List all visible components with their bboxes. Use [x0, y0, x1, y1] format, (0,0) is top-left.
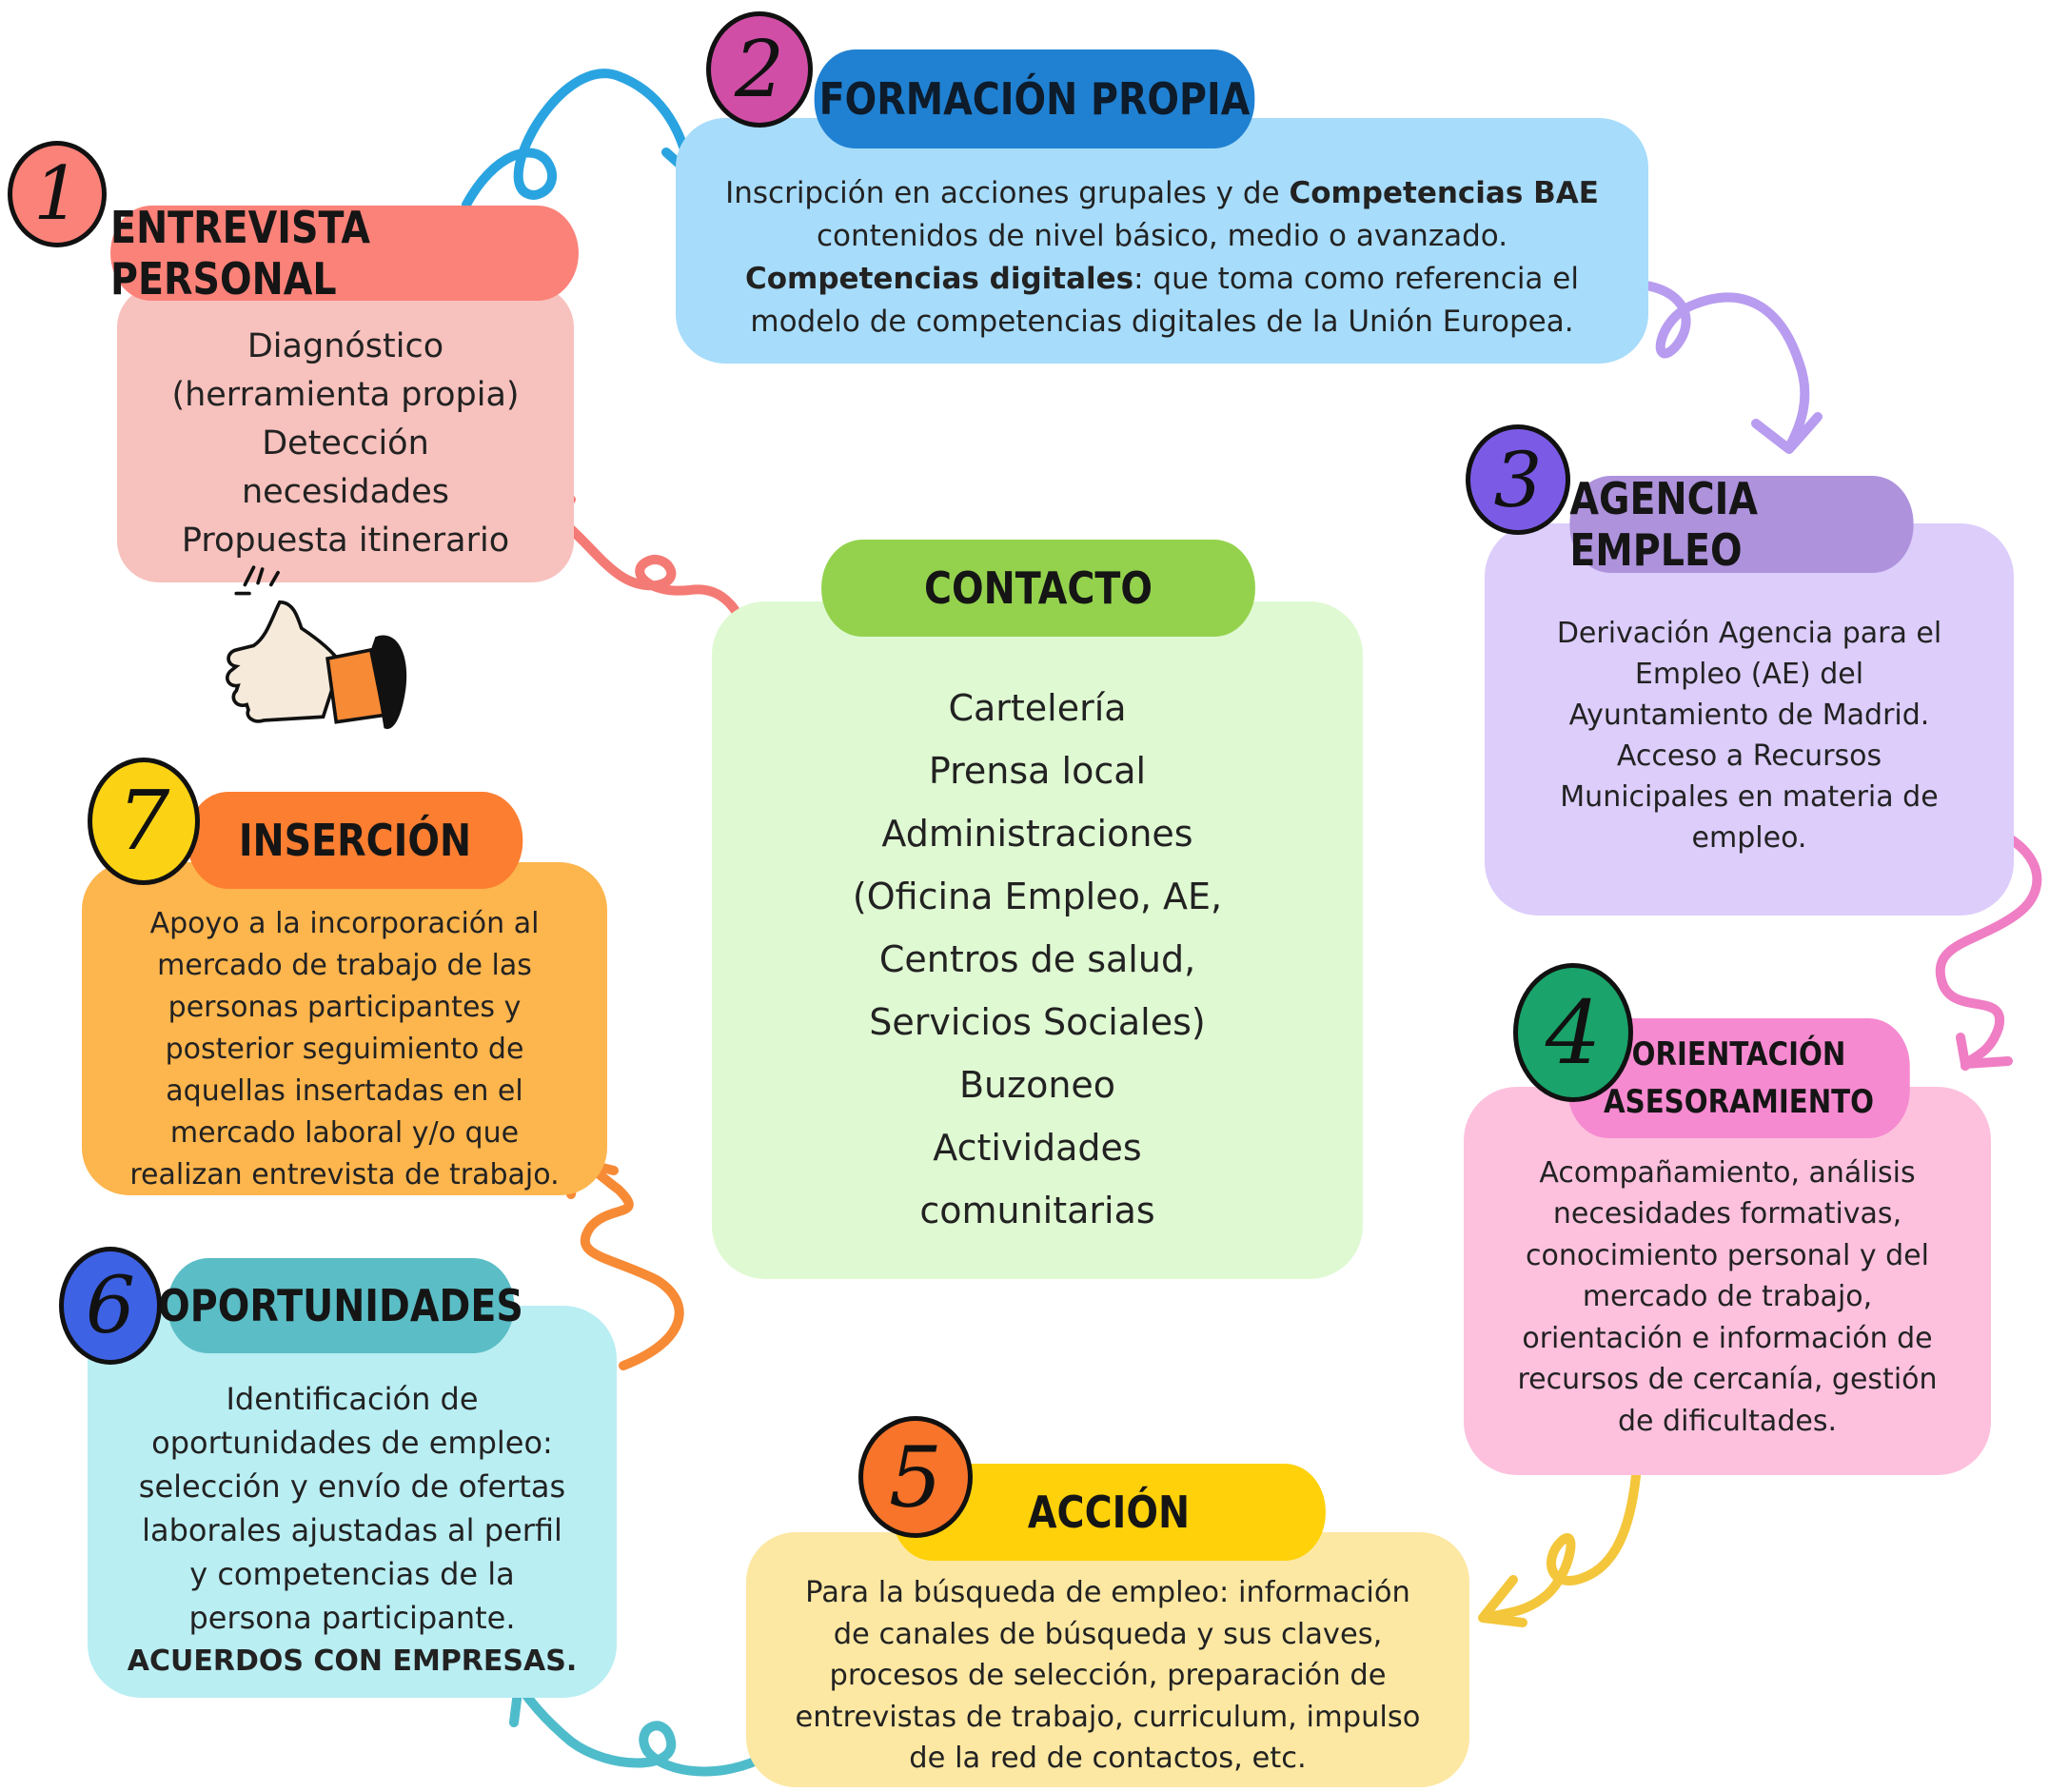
step-7-line: posterior seguimiento de — [165, 1033, 524, 1066]
step-4-title-line: ORIENTACIÓN — [1631, 1035, 1846, 1073]
step-2-panel: Inscripción en acciones grupales y de Co… — [676, 118, 1648, 364]
contact-line: Cartelería — [948, 687, 1127, 729]
step-7-line: mercado laboral y/o que — [169, 1116, 520, 1150]
contact-line: Servicios Sociales) — [869, 1001, 1206, 1043]
arrow-contact-to-1 — [538, 504, 761, 666]
step-5-line: de canales de búsqueda y sus claves, — [833, 1617, 1383, 1651]
step-2-line: Inscripción en acciones grupales y de Co… — [725, 176, 1599, 210]
step-5-line: entrevistas de trabajo, curriculum, impu… — [795, 1700, 1421, 1734]
step-1-line: necesidades — [241, 472, 450, 511]
step-7-line: aquellas insertadas en el — [166, 1074, 523, 1108]
step-6-bold-line: ACUERDOS CON EMPRESAS. — [127, 1644, 578, 1678]
step-3-title: AGENCIA EMPLEO — [1569, 473, 1914, 576]
step-4-line: mercado de trabajo, — [1582, 1280, 1873, 1314]
arrow-4-to-5 — [1480, 1461, 1642, 1623]
step-3-line: Derivación Agencia para el — [1556, 617, 1942, 650]
step-1-title: ENTREVISTA PERSONAL — [110, 202, 579, 305]
step-1-panel: Diagnóstico (herramienta propia) Detecci… — [117, 286, 574, 582]
step-5-panel: Para la búsqueda de empleo: información … — [746, 1532, 1469, 1787]
step-1-line: Diagnóstico — [246, 326, 444, 365]
contact-line: (Oficina Empleo, AE, — [852, 876, 1223, 917]
step-6-line: oportunidades de empleo: — [151, 1425, 553, 1461]
contact-line: Buzoneo — [958, 1064, 1116, 1106]
thumbs-up-icon — [226, 565, 407, 729]
step-1-line: Detección — [262, 423, 429, 463]
step-4-line: orientación e información de — [1522, 1321, 1933, 1355]
arrowhead-4-to-5 — [1478, 1575, 1527, 1627]
arrow-5-to-6 — [514, 1680, 771, 1777]
step-1-number-badge: 1 — [8, 141, 107, 247]
step-3-number-badge: 3 — [1466, 424, 1570, 535]
step-6-line: persona participante. — [188, 1600, 516, 1636]
arrow-2-to-3 — [1604, 279, 1810, 452]
contact-line: Centros de salud, — [878, 938, 1196, 980]
step-7-line: realizan entrevista de trabajo. — [129, 1158, 560, 1191]
step-4-line: Acompañamiento, análisis — [1539, 1155, 1916, 1190]
step-5-line: de la red de contactos, etc. — [909, 1742, 1307, 1776]
step-4-title-line: ASESORAMIENTO — [1604, 1083, 1874, 1121]
arrowhead-3-to-4 — [1956, 1033, 2013, 1069]
step-2-number-badge: 2 — [706, 11, 813, 128]
step-7-title: INSERCIÓN — [187, 792, 523, 889]
contact-title: CONTACTO — [821, 540, 1255, 637]
step-6-title: OPORTUNIDADES — [158, 1258, 523, 1353]
arrowhead-2-to-3 — [1751, 412, 1823, 454]
step-5-number-badge: 5 — [858, 1416, 973, 1538]
arrow-1-to-2 — [462, 69, 695, 209]
step-6-line: Identificación de — [226, 1381, 479, 1417]
contact-line: Actividades — [933, 1127, 1142, 1169]
step-4-number-badge: 4 — [1513, 963, 1633, 1102]
step-3-line: Acceso a Recursos — [1616, 739, 1882, 773]
step-2-line: contenidos de nivel básico, medio o avan… — [816, 219, 1508, 253]
step-7-panel: Apoyo a la incorporación al mercado de t… — [82, 862, 607, 1195]
step-1-line: Propuesta itinerario — [181, 521, 510, 560]
step-1-line: (herramienta propia) — [171, 375, 520, 414]
step-7-line: Apoyo a la incorporación al — [149, 907, 540, 940]
step-5-line: procesos de selección, preparación de — [829, 1659, 1387, 1693]
contact-line: Administraciones — [881, 813, 1193, 855]
step-6-number-badge: 6 — [59, 1247, 162, 1365]
step-7-line: personas participantes y — [167, 991, 522, 1024]
arrow-3-to-4 — [1935, 818, 2042, 1071]
step-6-panel: Identificación de oportunidades de emple… — [88, 1306, 617, 1698]
contact-panel: Cartelería Prensa local Administraciones… — [712, 601, 1363, 1279]
step-3-line: Ayuntamiento de Madrid. — [1568, 699, 1930, 732]
contact-line: Prensa local — [928, 750, 1147, 792]
contact-line: comunitarias — [919, 1190, 1155, 1231]
step-6-line: laborales ajustadas al perfil — [142, 1512, 562, 1548]
step-2-title: FORMACIÓN PROPIA — [814, 49, 1255, 148]
step-2-line: Competencias digitales: que toma como re… — [745, 262, 1579, 296]
step-4-line: conocimiento personal y del — [1526, 1238, 1929, 1272]
step-3-line: empleo. — [1691, 821, 1807, 855]
step-2-line: modelo de competencias digitales de la U… — [750, 305, 1574, 339]
step-4-line: de dificultades. — [1618, 1404, 1837, 1438]
step-4-line: necesidades formativas, — [1552, 1197, 1902, 1231]
step-3-line: Municipales en materia de — [1560, 780, 1939, 814]
step-4-line: recursos de cercanía, gestión — [1517, 1363, 1938, 1397]
step-6-line: y competencias de la — [189, 1556, 515, 1592]
arrow-6-to-7 — [576, 1156, 684, 1370]
step-7-number-badge: 7 — [88, 758, 200, 885]
step-3-panel: Derivación Agencia para el Empleo (AE) d… — [1485, 523, 2014, 916]
step-4-panel: Acompañamiento, análisis necesidades for… — [1464, 1087, 1991, 1475]
step-4-title: ORIENTACIÓN ASESORAMIENTO — [1567, 1018, 1910, 1138]
step-5-line: Para la búsqueda de empleo: información — [805, 1576, 1410, 1610]
step-7-line: mercado de trabajo de las — [157, 949, 532, 982]
step-3-line: Empleo (AE) del — [1634, 658, 1864, 691]
step-6-line: selección y envío de ofertas — [138, 1468, 566, 1505]
